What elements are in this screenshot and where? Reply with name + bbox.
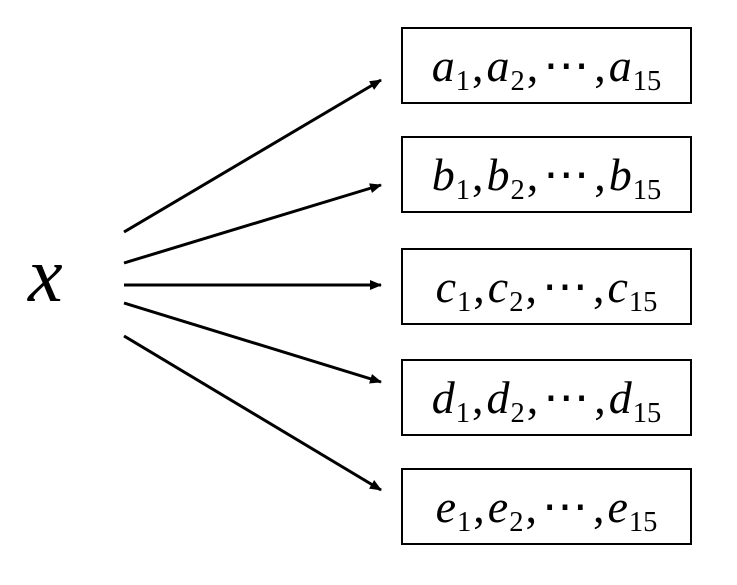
sequence-box-c: c1,c2,⋯,c15 (401, 248, 692, 325)
sequence-box-b: b1,b2,⋯,b15 (401, 136, 692, 213)
term-first: e1 (435, 480, 472, 538)
arrow-to-d (123, 301, 382, 384)
term-second: a2 (486, 39, 525, 97)
sequence-box-d: d1,d2,⋯,d15 (401, 359, 692, 436)
term-first: a1 (431, 39, 470, 97)
sequence-box-a: a1,a2,⋯,a15 (401, 27, 692, 104)
arrow-to-b (123, 183, 382, 265)
arrow-to-e (123, 334, 382, 492)
term-first: b1 (431, 148, 470, 206)
sequence-box-e: e1,e2,⋯,e15 (401, 468, 692, 545)
ellipsis: ⋯ (541, 480, 589, 532)
term-first: c1 (435, 260, 472, 318)
ellipsis: ⋯ (543, 371, 591, 423)
term-last: c15 (607, 260, 658, 318)
term-second: e2 (487, 480, 524, 538)
term-second: b2 (486, 148, 525, 206)
ellipsis: ⋯ (543, 39, 591, 91)
term-second: c2 (487, 260, 524, 318)
term-last: b15 (608, 148, 662, 206)
term-last: a15 (608, 39, 662, 97)
term-second: d2 (486, 371, 525, 429)
ellipsis: ⋯ (543, 148, 591, 200)
term-last: e15 (607, 480, 658, 538)
source-variable: x (28, 231, 63, 318)
ellipsis: ⋯ (541, 260, 589, 312)
arrow-to-a (123, 78, 382, 234)
term-last: d15 (608, 371, 662, 429)
term-first: d1 (431, 371, 470, 429)
